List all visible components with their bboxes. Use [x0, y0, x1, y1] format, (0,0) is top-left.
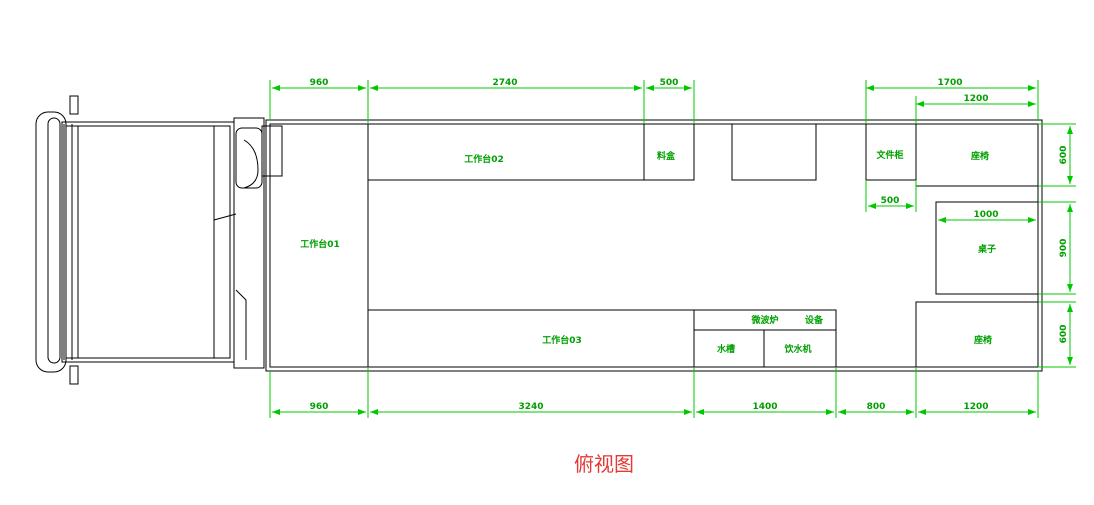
- label-workbench-01: 工作台01: [300, 238, 340, 250]
- label-table: 桌子: [978, 243, 996, 255]
- dim-top-2740: 2740: [492, 78, 517, 88]
- workbench-03-box: [367, 309, 695, 368]
- dim-right-900: 900: [1059, 239, 1069, 258]
- dim-top-1200: 1200: [963, 94, 988, 104]
- dim-top-500: 500: [660, 78, 679, 88]
- label-water-dispenser: 饮水机: [783, 343, 811, 355]
- furniture: [367, 123, 1039, 368]
- dim-right-600-bottom: 600: [1059, 325, 1069, 344]
- truck-cab: [35, 95, 283, 385]
- workbench-02-box: [367, 123, 645, 181]
- caption-top-view: 俯视图: [574, 452, 634, 476]
- label-workbench-03: 工作台03: [542, 334, 582, 346]
- dimension-lines: [269, 80, 1076, 418]
- material-box-box: [643, 123, 695, 181]
- dim-top-1700: 1700: [937, 78, 962, 88]
- dim-top-960: 960: [310, 78, 329, 88]
- label-sink: 水槽: [717, 343, 735, 355]
- appliance-box: [693, 309, 837, 368]
- dim-bottom-3240: 3240: [518, 402, 543, 412]
- label-seat-bottom: 座椅: [973, 334, 992, 346]
- dim-mid-500: 500: [881, 196, 900, 206]
- dim-right-600-top: 600: [1059, 146, 1069, 165]
- seat-top-box: [915, 123, 1039, 187]
- floor-plan-top-view: 工作台01 工作台02 料盒 文件柜 座椅 桌子 工作台03 微波炉 设备 水槽…: [35, 78, 1076, 418]
- table-box: [935, 201, 1039, 295]
- label-file-cabinet: 文件柜: [875, 149, 903, 161]
- label-workbench-02: 工作台02: [464, 153, 504, 165]
- equipment-cabinet-box: [731, 123, 817, 181]
- label-material-box: 料盒: [657, 150, 676, 162]
- seat-bottom-box: [915, 301, 1039, 368]
- dim-bottom-1400: 1400: [752, 402, 777, 412]
- dim-bottom-1200: 1200: [963, 402, 988, 412]
- label-microwave: 微波炉: [750, 314, 778, 326]
- label-equipment: 设备: [805, 314, 824, 326]
- dim-table-1000: 1000: [973, 210, 998, 220]
- label-seat-top: 座椅: [970, 150, 989, 162]
- cargo-box: [265, 119, 1043, 372]
- dim-bottom-800: 800: [867, 402, 886, 412]
- dim-bottom-960: 960: [310, 402, 329, 412]
